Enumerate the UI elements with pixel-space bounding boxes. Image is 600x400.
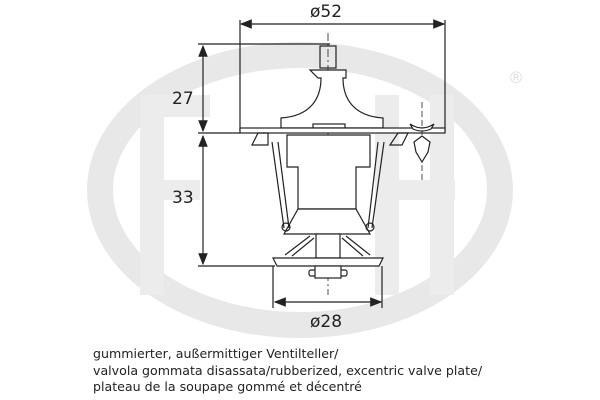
top-diameter-label: ø52 — [310, 2, 342, 22]
upper-height-label: 27 — [172, 89, 194, 109]
caption: gummierter, außermittiger Ventilteller/v… — [93, 346, 482, 396]
lower-height-label: 33 — [172, 188, 194, 208]
registered-mark: ® — [508, 68, 524, 87]
bottom-diameter-label: ø28 — [310, 312, 342, 332]
caption-line-de: gummierter, außermittiger Ventilteller/ — [93, 346, 339, 361]
era-logo-watermark — [87, 42, 513, 338]
thermostat — [198, 19, 446, 308]
caption-line-it-en: valvola gommata disassata/rubberized, ex… — [93, 362, 483, 378]
caption-line-fr: plateau de la soupape gommé et décentré — [93, 379, 362, 394]
